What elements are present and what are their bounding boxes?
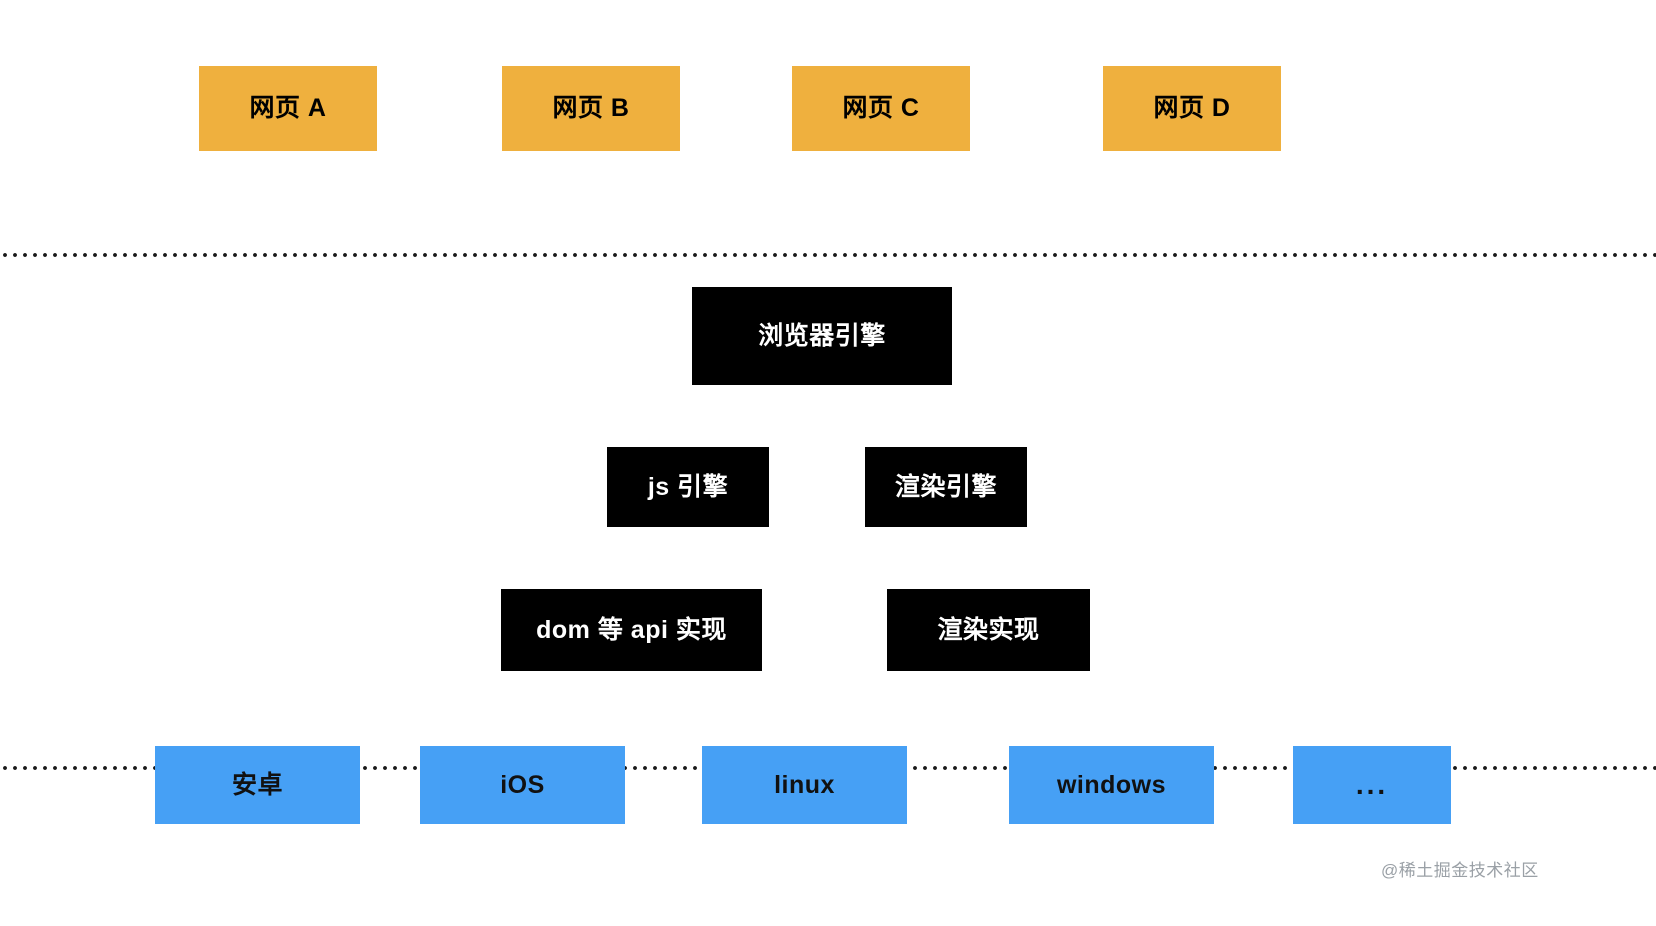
js-engine-node: js 引擎 <box>607 447 769 527</box>
os-node-ios: iOS <box>420 746 625 824</box>
watermark: @稀土掘金技术社区 <box>1381 861 1539 880</box>
dom-api-implementation-node: dom 等 api 实现 <box>501 589 762 671</box>
render-engine-node: 渲染引擎 <box>865 447 1027 527</box>
web-page-node-b: 网页 B <box>502 66 680 151</box>
render-implementation-node: 渲染实现 <box>887 589 1090 671</box>
os-node-windows: windows <box>1009 746 1214 824</box>
os-node-android: 安卓 <box>155 746 360 824</box>
web-page-node-a: 网页 A <box>199 66 377 151</box>
os-node-linux: linux <box>702 746 907 824</box>
divider-top <box>0 253 1656 257</box>
web-page-node-c: 网页 C <box>792 66 970 151</box>
browser-engine-node: 浏览器引擎 <box>692 287 952 385</box>
web-page-node-d: 网页 D <box>1103 66 1281 151</box>
os-node-more: ... <box>1293 746 1451 824</box>
